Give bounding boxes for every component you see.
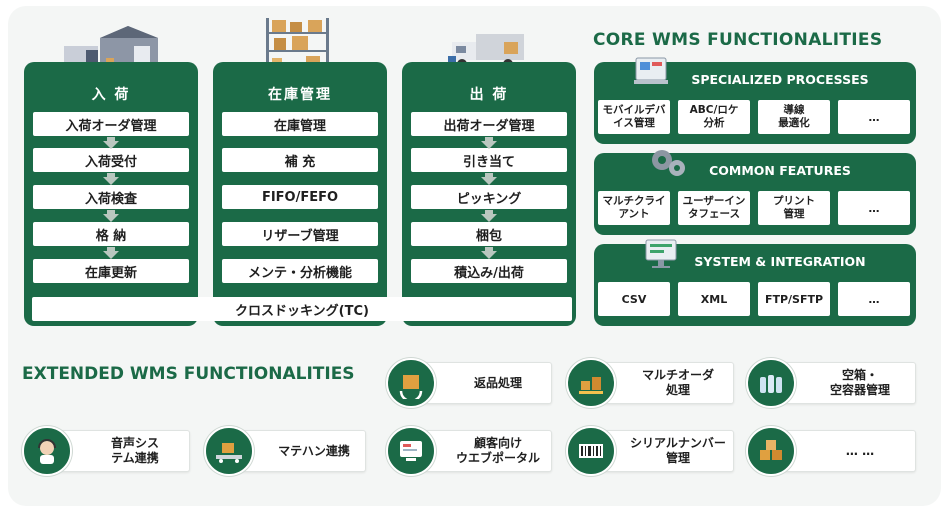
panel-title: COMMON FEATURES (709, 163, 851, 178)
feature-chip: CSV (598, 282, 670, 316)
down-arrow-icon (103, 214, 119, 222)
core-title: CORE WMS FUNCTIONALITIES (593, 30, 883, 50)
step-box: 入荷オーダ管理 (33, 112, 189, 136)
column-title: 在庫管理 (268, 87, 332, 103)
step-box: 在庫更新 (33, 259, 189, 283)
panel-title: SPECIALIZED PROCESSES (691, 72, 869, 87)
column-title: 入 荷 (91, 87, 131, 103)
down-arrow-icon (481, 177, 497, 185)
column-title: 出 荷 (469, 87, 509, 103)
down-arrow-icon (103, 177, 119, 185)
step-box: 出荷オーダ管理 (411, 112, 567, 136)
feature-chip: マルチクライアント (598, 191, 670, 225)
step-box: 格 納 (33, 222, 189, 246)
gears-icon (652, 150, 685, 176)
extended-title: EXTENDED WMS FUNCTIONALITIES (22, 364, 355, 384)
down-arrow-icon (103, 141, 119, 149)
cross-docking-bar: クロスドッキング(TC) (32, 297, 572, 321)
feature-chip: ユーザーインタフェース (678, 191, 750, 225)
step-box: ピッキング (411, 185, 567, 209)
panel-common-features: COMMON FEATURES マルチクライアント ユーザーインタフェース プリ… (594, 153, 916, 235)
barcode-icon (566, 426, 616, 476)
conveyor-icon (204, 426, 254, 476)
down-arrow-icon (481, 141, 497, 149)
extended-label: 音声システム連携 (110, 436, 159, 465)
step-box: 梱包 (411, 222, 567, 246)
boxes-icon (746, 426, 796, 476)
down-arrow-icon (103, 251, 119, 259)
extended-label: シリアルナンバー管理 (630, 436, 726, 465)
extended-card-web-portal: 顧客向けウエブポータル (410, 430, 552, 472)
multi-order-icon (566, 358, 616, 408)
feature-chip: XML (678, 282, 750, 316)
down-arrow-icon (481, 251, 497, 259)
voice-headset-icon (22, 426, 72, 476)
step-box: 入荷検査 (33, 185, 189, 209)
extended-label: マルチオーダ処理 (641, 368, 714, 397)
extended-label: 返品処理 (473, 375, 522, 390)
feature-chip: FTP/SFTP (758, 282, 830, 316)
step-box: 在庫管理 (222, 112, 378, 136)
step-box: 引き当て (411, 148, 567, 172)
feature-chip-more: … (838, 282, 910, 316)
panel-title: SYSTEM & INTEGRATION (694, 254, 866, 269)
step-box: リザーブ管理 (222, 222, 378, 246)
integration-monitor-icon (645, 239, 677, 268)
extended-label: マテハン連携 (278, 443, 350, 458)
extended-label: 顧客向けウエブポータル (455, 436, 540, 465)
extended-label: … … (845, 443, 875, 458)
step-box: 入荷受付 (33, 148, 189, 172)
feature-chip: プリント管理 (758, 191, 830, 225)
mobile-device-icon (634, 57, 668, 84)
step-box: メンテ・分析機能 (222, 259, 378, 283)
extended-card-return: 返品処理 (410, 362, 552, 404)
web-portal-icon (386, 426, 436, 476)
step-box: FIFO/FEFO (222, 185, 378, 209)
down-arrow-icon (481, 214, 497, 222)
step-box: 補 充 (222, 148, 378, 172)
feature-chip-more: … (838, 191, 910, 225)
step-box: 積込み/出荷 (411, 259, 567, 283)
extended-label: 空箱・空容器管理 (829, 368, 890, 397)
empty-container-icon (746, 358, 796, 408)
feature-chip: モバイルデバイス管理 (598, 100, 670, 134)
feature-chip-more: … (838, 100, 910, 134)
feature-chip: 導線最適化 (758, 100, 830, 134)
return-box-icon (386, 358, 436, 408)
feature-chip: ABC/ロケ分析 (678, 100, 750, 134)
